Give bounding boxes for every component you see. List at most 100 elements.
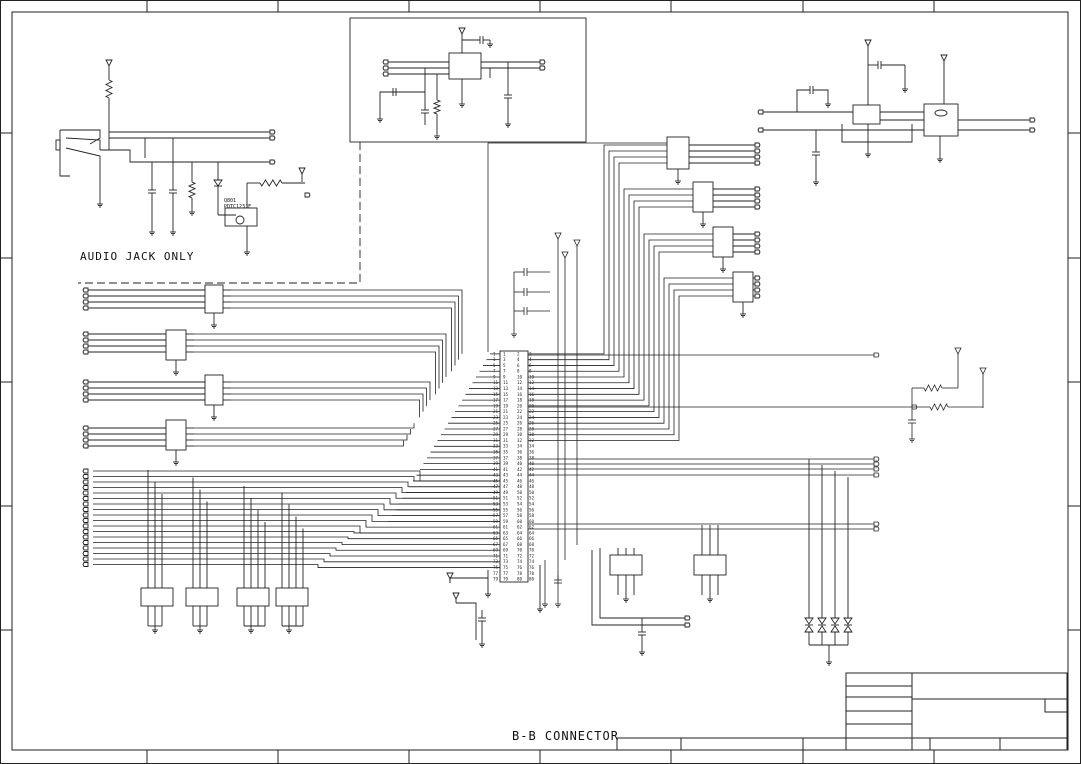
pin-number: 78 <box>517 571 523 576</box>
jack-body <box>59 130 70 177</box>
pin-number: 51 <box>503 496 509 501</box>
pin-number: 37 <box>503 455 509 460</box>
pin-number: 12 <box>517 380 523 385</box>
pin-number: 70 <box>529 548 535 553</box>
pin-number: 69 <box>503 548 509 553</box>
wire <box>813 89 829 100</box>
pin-number: 72 <box>517 553 523 558</box>
net-wire <box>528 277 733 424</box>
pin-number: 54 <box>529 501 535 506</box>
crystal-module <box>923 103 959 137</box>
net-wire <box>231 393 424 412</box>
pin-number: 62 <box>517 525 523 530</box>
pin-number: 36 <box>529 450 535 455</box>
resistor-zigzag <box>104 79 114 99</box>
pin-number: 20 <box>517 403 523 408</box>
title-block <box>616 672 1068 751</box>
net-wire <box>93 487 500 493</box>
pin-number: 62 <box>529 525 535 530</box>
pin-number: 73 <box>503 559 509 564</box>
pin-number: 5 <box>503 363 506 368</box>
pin-number: 23 <box>503 415 509 420</box>
port-connector-icon <box>873 526 880 532</box>
pin-number: 14 <box>517 386 523 391</box>
pin-number: 9 <box>503 374 506 379</box>
port-connector-icon <box>1029 127 1036 133</box>
led-icon <box>804 625 814 633</box>
pin-number: 36 <box>517 450 523 455</box>
pin-number: 74 <box>517 559 523 564</box>
pin-number: 79 <box>493 577 499 582</box>
port-connector-icon <box>82 468 89 474</box>
transistor-part-label: PDTC123JE <box>224 204 252 210</box>
pin-number: 68 <box>529 542 535 547</box>
transistor-ref-label: Q801 <box>224 198 237 204</box>
wire <box>456 602 477 640</box>
port-connector-icon <box>873 461 880 467</box>
port-connector-icon <box>873 466 880 472</box>
pin-number: 71 <box>503 553 509 558</box>
pin-number: 3 <box>503 357 506 362</box>
port-connector-icon <box>82 287 89 293</box>
port-connector-icon <box>82 349 89 355</box>
transistor-body <box>224 207 258 227</box>
power-arrow-icon <box>979 367 987 375</box>
port-connector-icon <box>82 551 89 556</box>
pin-number: 30 <box>517 432 523 437</box>
port-connector-icon <box>754 231 761 237</box>
wire <box>796 89 810 112</box>
net-wire <box>194 428 411 435</box>
pin-number: 40 <box>529 461 535 466</box>
pin-number: 41 <box>503 467 509 472</box>
pin-number: 16 <box>517 392 523 397</box>
led-icon <box>817 617 827 625</box>
pin-number: 76 <box>529 565 535 570</box>
port-connector-icon <box>82 299 89 305</box>
net-wire <box>528 239 713 407</box>
port-connector-icon <box>269 159 276 165</box>
pin-number: 72 <box>529 553 535 558</box>
pin-number: 52 <box>529 496 535 501</box>
filter-ic <box>712 226 734 258</box>
net-wire <box>528 206 693 395</box>
port-connector-icon <box>684 622 691 628</box>
port-connector-icon <box>754 186 761 192</box>
pin-number: 56 <box>529 507 535 512</box>
pin-number: 19 <box>503 403 509 408</box>
resistor-zigzag <box>929 403 949 411</box>
port-connector-icon <box>82 490 89 496</box>
port-connector-icon <box>82 485 89 490</box>
port-connector-icon <box>82 512 89 518</box>
pin-number: 78 <box>529 571 535 576</box>
port-connector-icon <box>539 65 546 71</box>
port-connector-icon <box>82 437 89 443</box>
power-arrow-icon <box>458 27 466 36</box>
port-connector-icon <box>873 352 880 358</box>
port-connector-icon <box>82 523 89 529</box>
bottom-components <box>140 470 727 656</box>
port-connector-icon <box>82 496 89 501</box>
pin-number: 68 <box>517 542 523 547</box>
wire <box>449 577 488 583</box>
wire <box>841 124 913 143</box>
net-wire <box>231 289 463 354</box>
pin-number: 50 <box>529 490 535 495</box>
port-connector-icon <box>754 293 761 299</box>
port-connector-icon <box>873 456 880 462</box>
resistor-zigzag <box>432 99 442 115</box>
net-wire <box>93 514 500 522</box>
filter-ic <box>204 284 224 314</box>
dashed-boundary <box>78 142 361 284</box>
amplifier-subcircuit <box>349 17 587 143</box>
port-connector-icon <box>754 287 761 293</box>
port-connector-icon <box>539 59 546 65</box>
net-wire <box>528 283 733 430</box>
power-arrow-icon <box>573 239 581 247</box>
filter-ic <box>204 374 224 406</box>
net-wire <box>93 492 500 499</box>
bb-connector-label: B-B CONNECTOR <box>512 729 619 743</box>
pin-number: 50 <box>517 490 523 495</box>
pin-number: 66 <box>529 536 535 541</box>
port-connector-icon <box>82 562 89 567</box>
